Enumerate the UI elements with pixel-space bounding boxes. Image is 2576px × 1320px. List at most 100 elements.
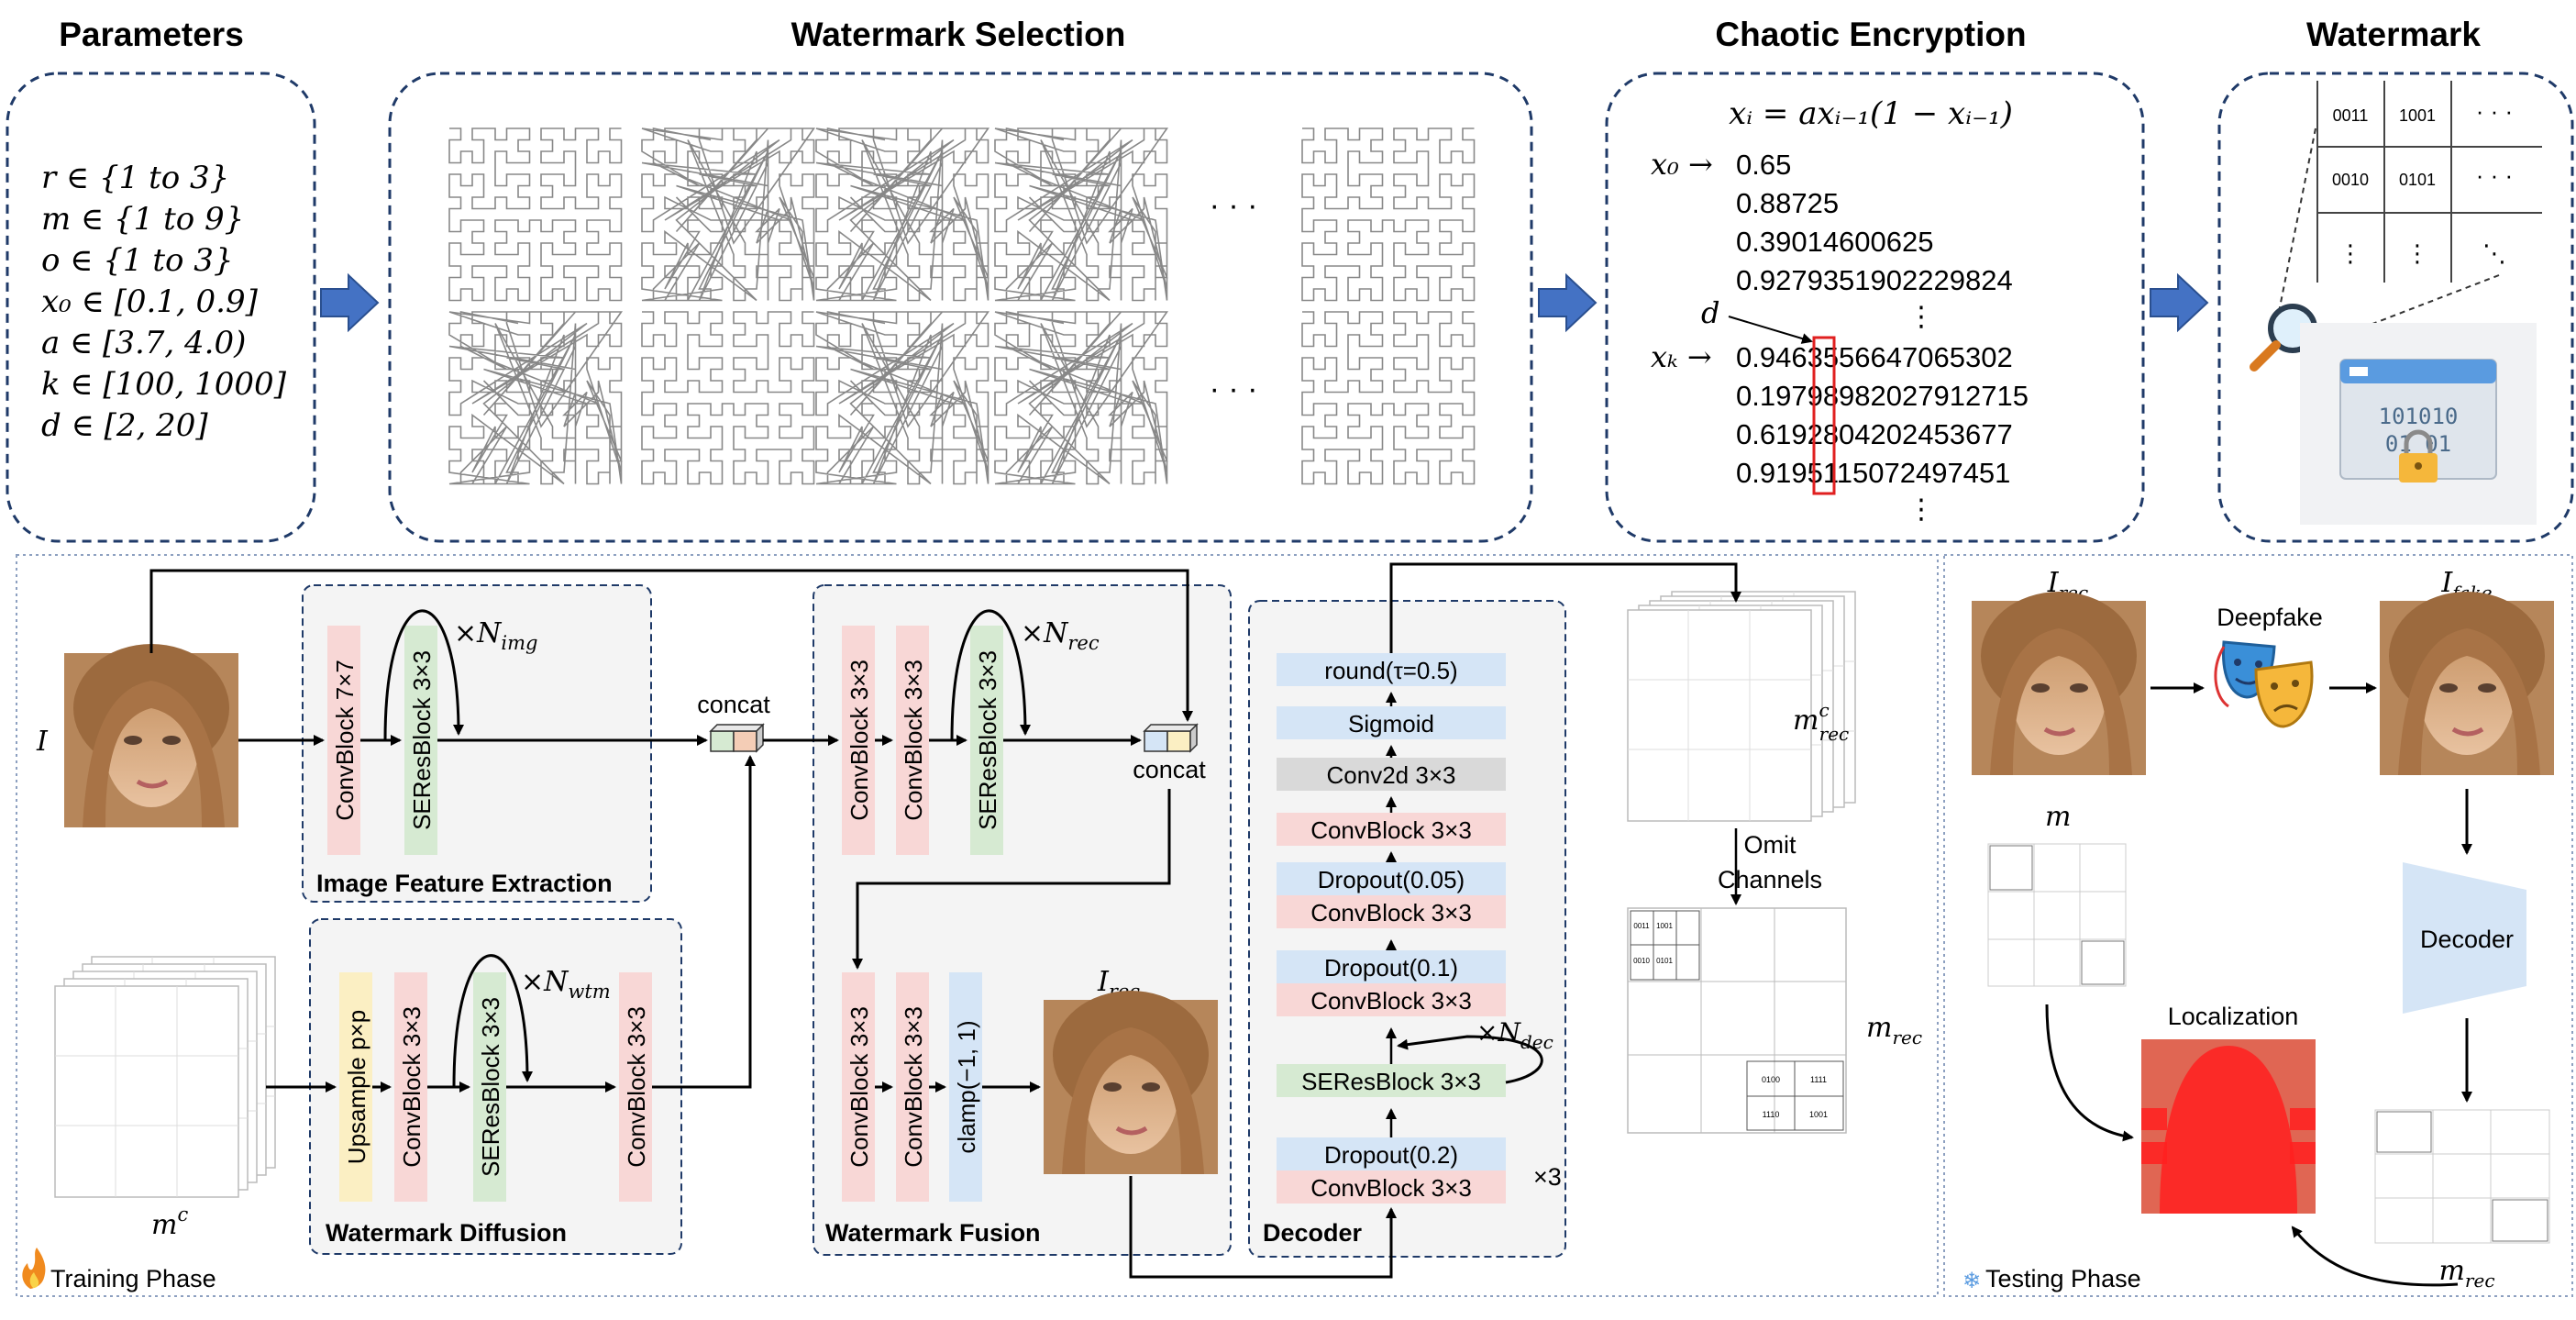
dec-round: round(τ=0.5) (1324, 657, 1457, 684)
ellipsis-2: · · · (1210, 372, 1258, 406)
svg-text:1111: 1111 (1810, 1075, 1827, 1084)
localization-label: Localization (2168, 1003, 2299, 1030)
logistic-formula: xᵢ = axᵢ₋₁(1 − xᵢ₋₁) (1729, 95, 2013, 132)
svg-text:⋮: ⋮ (2405, 239, 2429, 267)
cell-0101: 0101 (2399, 171, 2436, 189)
watermark-grid: 0011 1001 0010 0101 · · · · · · ⋮ ⋮ ⋱ (2316, 81, 2542, 283)
dec-times3: ×3 (1533, 1163, 1562, 1191)
concat-1-cube (709, 723, 765, 753)
svg-text:0100: 0100 (1762, 1075, 1780, 1084)
wd-convblock-label: ConvBlock 3×3 (398, 1006, 426, 1168)
dec-convblock-2: ConvBlock 3×3 (1310, 899, 1472, 926)
d-label: d (1701, 295, 1719, 330)
concat-2-cube (1143, 723, 1199, 753)
svg-text:0010: 0010 (1633, 957, 1650, 965)
dec-dropout-01: Dropout(0.1) (1324, 954, 1458, 982)
seq-value-0: 0.65 (1736, 149, 1791, 181)
sequence-top: 0.65 0.88725 0.39014600625 0.92793519022… (1736, 149, 2013, 296)
seq-value-3: 0.9279351902229824 (1736, 264, 2013, 296)
ifake-image (2380, 592, 2554, 775)
watermark-stack-mrec-c (1627, 591, 1856, 822)
space-filling-curves (448, 128, 1476, 485)
wd-loop-arrow (452, 954, 533, 1088)
mrec-grid: 0011 1001 0010 0101 0100 1111 1110 1001 (1627, 907, 1847, 1134)
testing-phase-label: Testing Phase (1985, 1265, 2141, 1292)
d-arrow (1728, 316, 1813, 344)
decoder-stack: round(τ=0.5) Sigmoid Conv2d 3×3 ConvBloc… (1277, 653, 1506, 1204)
watermark-fusion-title: Watermark Fusion (825, 1219, 1041, 1247)
lock-bits-1: 101010 (2379, 404, 2459, 429)
param-o: o ∈ {1 to 3} (41, 242, 234, 279)
svg-text:· · ·: · · · (2476, 161, 2513, 189)
mc-label: mc (151, 1204, 188, 1241)
seq-value-5: 0.19798982027912715 (1736, 380, 2029, 412)
wd-upsample-label: Upsample p×p (343, 1010, 370, 1164)
parameters-panel (6, 72, 316, 543)
test-decoder-label: Decoder (2420, 926, 2514, 953)
lock-bits-2: 01 01 (2385, 431, 2451, 457)
sequence-bottom: 0.9463556647065302 0.19798982027912715 0… (1736, 341, 2029, 489)
flow-arrow-3 (2150, 272, 2209, 333)
svg-text:0101: 0101 (1656, 957, 1673, 965)
svg-text:1110: 1110 (1763, 1110, 1780, 1119)
wf-repeat: ×Nrec (1021, 617, 1100, 654)
input-I-label: I (36, 726, 49, 758)
chaotic-encryption-panel (1605, 72, 2145, 543)
param-r: r ∈ {1 to 3} (41, 160, 229, 196)
testing-connectors (2045, 682, 2472, 1287)
watermark-stack-mc (54, 956, 276, 1198)
svg-text:⋮: ⋮ (2338, 239, 2362, 267)
wd-convblock (394, 972, 427, 1202)
watermark-panel (2217, 72, 2574, 543)
ellipsis-1: · · · (1210, 188, 1258, 223)
wf-loop-arrow (950, 609, 1031, 741)
wd-upsample (339, 972, 372, 1202)
watermark-selection-title: Watermark Selection (791, 16, 1126, 53)
dec-convblock-3: ConvBlock 3×3 (1310, 987, 1472, 1015)
dec-repeat: ×Ndec (1476, 1017, 1553, 1053)
wd-seresblock (473, 972, 506, 1202)
dec-convblock-1: ConvBlock 3×3 (1310, 816, 1472, 844)
watermark-title: Watermark (2306, 16, 2481, 53)
wf-bottom-block-2-label: ConvBlock 3×3 (900, 1006, 927, 1168)
dec-dropout-02: Dropout(0.2) (1324, 1141, 1458, 1169)
localization-map (2141, 1039, 2316, 1214)
svg-text:0011: 0011 (1633, 922, 1650, 930)
fe-repeat: ×Nimg (454, 617, 537, 654)
svg-text:· · ·: · · · (2476, 97, 2513, 125)
dec-loop-arrow (1397, 1035, 1543, 1084)
x0-label: x₀ → (1651, 147, 1713, 182)
omit-label-1: Omit (1744, 831, 1797, 859)
cell-1001: 1001 (2399, 106, 2436, 125)
training-phase-frame (16, 554, 1939, 1297)
wf-bottom-block-1-label: ConvBlock 3×3 (846, 1006, 873, 1168)
test-mrec-label: mrec (2438, 1255, 2494, 1292)
seq-value-2: 0.39014600625 (1736, 226, 1934, 258)
wf-bottom-block-1 (842, 972, 875, 1202)
deepfake-label: Deepfake (2217, 604, 2323, 631)
testing-phase-frame (1943, 554, 2573, 1297)
decoder-title: Decoder (1263, 1219, 1363, 1247)
dec-seresblock: SEResBlock 3×3 (1301, 1068, 1481, 1095)
seq-value-1: 0.88725 (1736, 187, 1839, 219)
mrec-label: mrec (1866, 1012, 1922, 1048)
svg-text:1001: 1001 (1656, 922, 1673, 930)
svg-text:1001: 1001 (1809, 1110, 1828, 1119)
wf-top-block-1 (842, 626, 875, 855)
wf-clamp-label: clamp(−1, 1) (953, 1020, 980, 1153)
fe-convblock-7x7-label: ConvBlock 7×7 (331, 660, 359, 821)
wf-top-block-2-label: ConvBlock 3×3 (900, 660, 927, 821)
dec-conv2d: Conv2d 3×3 (1327, 761, 1456, 789)
fe-convblock-7x7 (327, 626, 360, 855)
fe-loop-arrow (383, 609, 464, 741)
test-decoder-shape: Decoder (2403, 862, 2526, 1014)
vdots-2: ⋮ (1907, 494, 1935, 525)
wf-top-block-3-label: SEResBlock 3×3 (974, 650, 1001, 830)
theater-masks-icon (2214, 640, 2314, 728)
watermark-selection-panel (388, 72, 1533, 543)
selected-digit-box (1812, 336, 1836, 495)
encrypted-data-icon: 101010 01 01 (2300, 323, 2537, 525)
wf-top-block-2 (896, 626, 929, 855)
